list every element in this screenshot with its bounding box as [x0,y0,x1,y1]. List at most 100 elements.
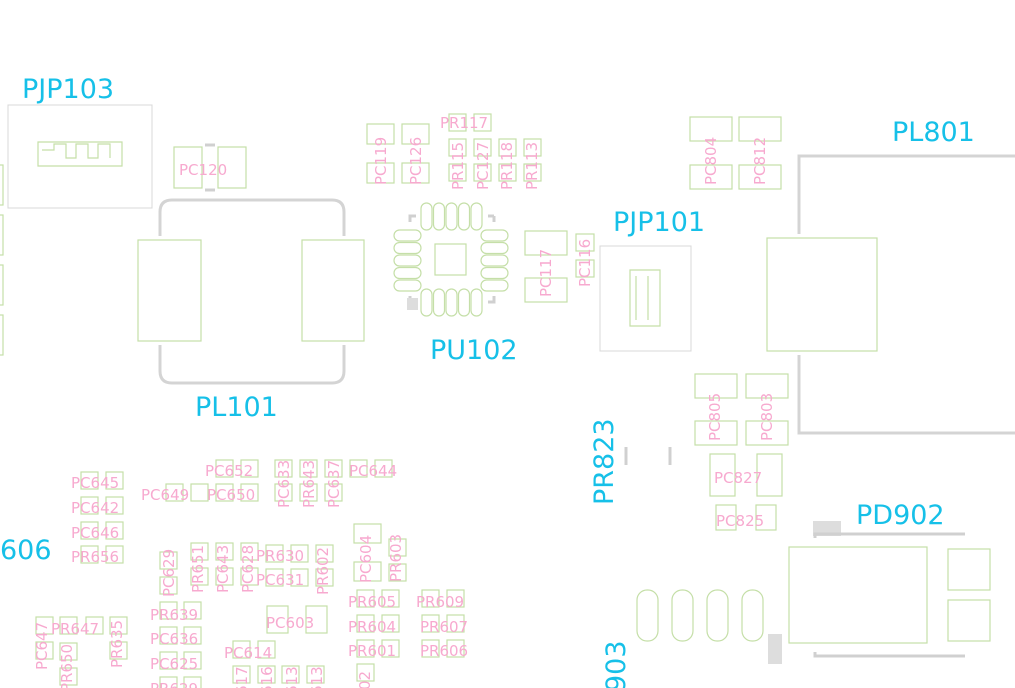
label-pr639: PR639 [150,606,198,624]
label-u606: J606 [0,535,52,566]
label-pr823: PR823 [589,418,620,505]
label-p616: 616 [258,666,276,688]
pad [421,639,440,658]
label-pc126: PC126 [407,137,425,185]
label-pc646: PC646 [71,524,119,542]
pad [315,568,334,587]
pad [432,202,446,231]
pad [393,279,422,292]
pad [257,665,276,684]
label-pr630: PR630 [256,547,304,565]
label-pc642: PC642 [71,499,119,517]
label-pc604: PC604 [357,535,375,583]
pad [159,601,178,620]
label-pc117: PC117 [537,249,555,297]
label-pr635: PR635 [108,620,126,668]
pad [265,568,284,587]
component-pl801[interactable] [766,154,1015,435]
label-pc649: PC649 [141,486,189,504]
label-pc631: PC631 [256,571,304,589]
pad [232,665,251,684]
pad [353,561,382,582]
pad [274,459,293,478]
label-pc603: PC603 [266,614,314,632]
label-pc804: PC804 [702,137,720,185]
pad [356,639,375,658]
component-pl101[interactable] [137,198,365,385]
pad [183,626,202,645]
pad [183,601,202,620]
label-p613b: 613 [308,666,326,688]
label-pu102: PU102 [430,335,518,366]
pad [420,202,433,231]
label-pr650: PR650 [58,644,76,688]
label-pr602: PR602 [314,547,332,595]
label-pc120: PC120 [179,161,227,179]
pad [480,279,509,292]
label-pc805: PC805 [706,393,724,441]
label-pr629: PR629 [150,680,198,688]
label-pc827: PC827 [714,469,762,487]
label-p02: 02 [356,671,374,688]
label-pc803: PC803 [758,393,776,441]
pad [80,471,99,490]
pad [374,459,393,478]
component-pjp103[interactable] [7,104,153,209]
pad [80,496,99,515]
pad [470,202,483,231]
pad [393,266,422,280]
pad [159,651,178,670]
pad [159,551,178,570]
pad [59,616,78,635]
pad [290,568,309,587]
label-pr117: PR117 [440,114,488,132]
label-pr651: PR651 [189,545,207,593]
pad [480,241,509,255]
pad [299,483,318,502]
small-pads-top [366,113,782,303]
label-pc625: PC625 [150,655,198,673]
label-pc652: PC652 [205,462,253,480]
pad [388,563,407,582]
label-pc633: PC633 [275,460,293,508]
pad [183,676,202,688]
component-pu102[interactable] [393,202,509,317]
label-pjp101: PJP101 [613,207,705,238]
label-pr113: PR113 [523,142,541,190]
pad [381,614,400,633]
label-pc643: PC643 [214,545,232,593]
component-pd902[interactable] [636,521,991,664]
pad [305,605,328,634]
label-pr604: PR604 [348,618,396,636]
pad [480,266,509,280]
pad [265,544,284,563]
pad [432,288,446,317]
label-pr605: PR605 [348,593,396,611]
pad [353,523,382,544]
label-pr647: PR647 [51,620,99,638]
pad [306,665,325,684]
label-p617: 617 [233,666,251,688]
pad [445,202,458,231]
pad [421,614,440,633]
pad [480,229,509,242]
label-pr656: PR656 [71,548,119,566]
pad [445,288,458,317]
pad [393,229,422,242]
pad [299,459,318,478]
pad [457,288,471,317]
pad [356,614,375,633]
label-pr607: PR607 [420,618,468,636]
pad [35,616,54,635]
label-pc812: PC812 [751,137,769,185]
pad [232,640,251,659]
pad [349,459,368,478]
label-pr606: PR606 [420,642,468,660]
small-pads-bottom [35,459,465,688]
pad [105,471,124,490]
component-pc120[interactable] [173,143,247,192]
pad [388,538,407,557]
pad [290,544,309,563]
component-pjp101[interactable] [599,245,692,352]
